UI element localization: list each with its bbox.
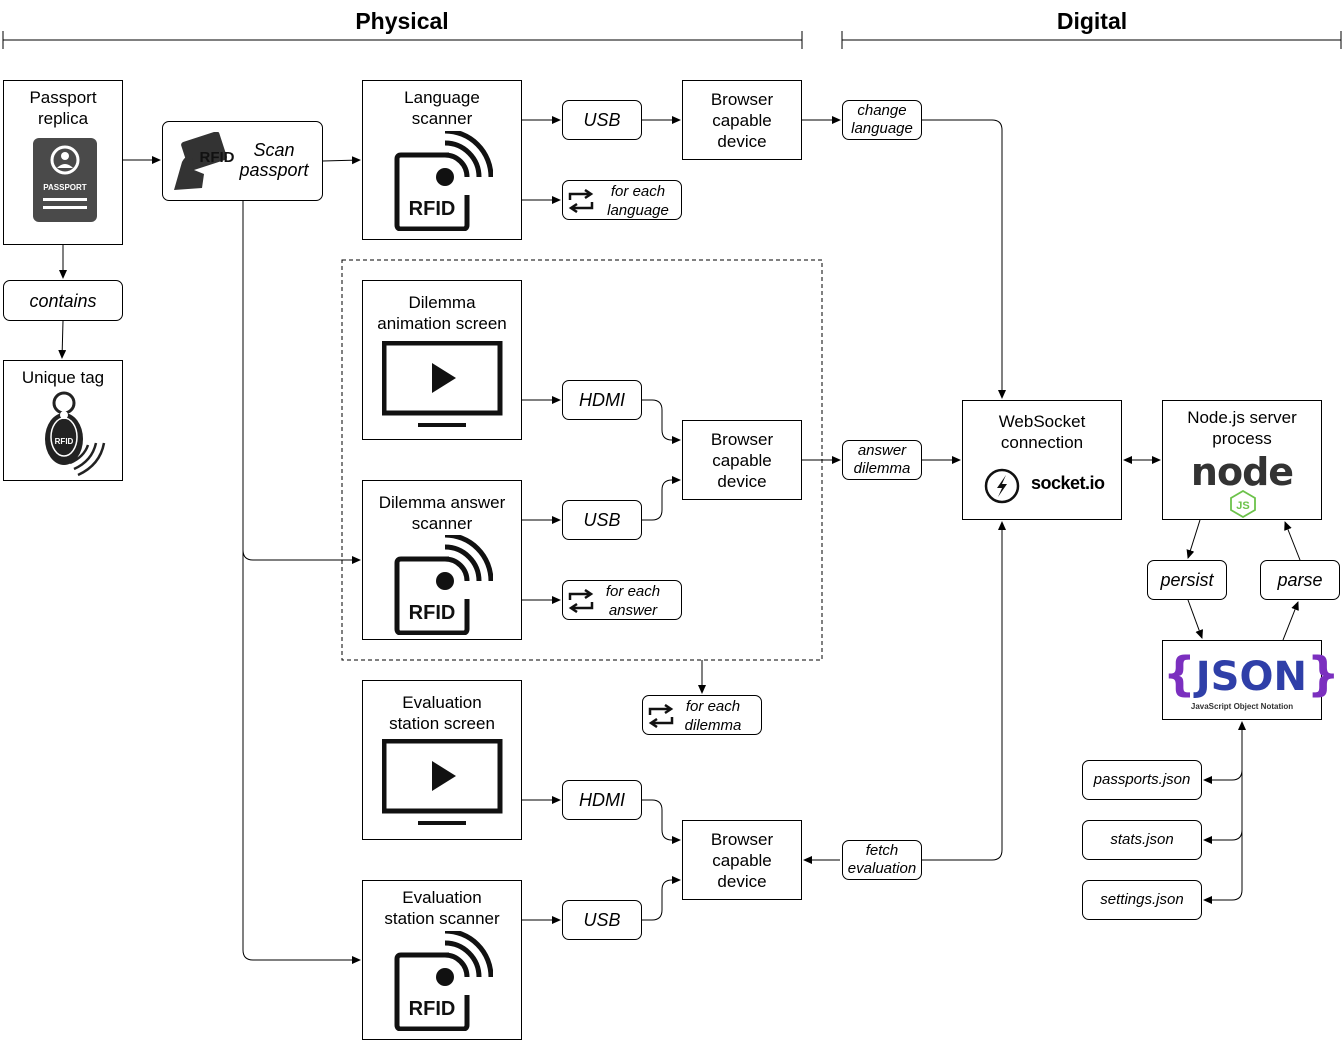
scan-passport-label: Scan passport: [239, 140, 309, 180]
json-logo-text: JSON: [1195, 654, 1307, 700]
evaluation-station-screen-node: Evaluation station screen: [362, 680, 522, 840]
edge-hdmi2-browser3: [642, 799, 681, 844]
nodejs-server-node: Node.js server process node JS: [1162, 400, 1322, 520]
scan-passport-node: RFID Scan passport: [162, 121, 323, 201]
dilemma-answer-scanner-node: Dilemma answer scanner RFID: [362, 480, 522, 640]
usb-label-3: USB: [562, 900, 642, 940]
for-each-language-label: for each language: [607, 183, 669, 219]
contains-label: contains: [3, 280, 123, 321]
rfid-scanner-text: RFID: [409, 602, 456, 624]
rfid-scanner-icon: RFID: [394, 931, 493, 1031]
for-each-answer-node: for each answer: [562, 580, 682, 620]
for-each-answer-label: for each answer: [605, 583, 661, 619]
edge-usb2-browser2: [642, 476, 681, 521]
passports-json-file: passports.json: [1082, 760, 1202, 800]
browser-device-3: Browser capable device: [682, 820, 802, 900]
nodejs-hex-icon: JS: [1230, 490, 1256, 518]
edge-parse-node: [1284, 521, 1301, 561]
json-brace-left: {: [1163, 647, 1196, 701]
digital-header: Digital: [1056, 8, 1128, 34]
rfid-scanner-text: RFID: [409, 998, 456, 1020]
dilemma-animation-screen-label: Dilemma animation screen: [377, 293, 507, 333]
rfid-tag-icon: RFID: [45, 391, 106, 477]
monitor-play-icon: [382, 739, 503, 825]
edge-json-stats: [1203, 829, 1243, 844]
language-scanner-node: Language scanner RFID: [362, 80, 522, 240]
socketio-icon: [984, 468, 1020, 504]
language-scanner-label: Language scanner: [404, 88, 480, 128]
hdmi-label-2: HDMI: [562, 780, 642, 820]
for-each-dilemma-label: for each dilemma: [684, 698, 742, 734]
usb-label-1: USB: [562, 100, 642, 140]
passport-replica-label: Passport replica: [29, 88, 97, 128]
physical-bracket: [2, 31, 803, 49]
edge-json-parse: [1282, 601, 1299, 641]
persist-label: persist: [1147, 560, 1227, 600]
rfid-scanner-icon: RFID: [394, 535, 493, 635]
passport-icon-text: PASSPORT: [43, 183, 87, 192]
answer-dilemma-label: answer dilemma: [842, 440, 922, 480]
evaluation-station-scanner-label: Evaluation station scanner: [384, 888, 500, 928]
json-store-node: {JSON} JavaScript Object Notation: [1162, 640, 1340, 720]
loop-icon: [568, 189, 594, 213]
for-each-language-node: for each language: [562, 180, 682, 220]
digital-bracket: [841, 31, 1342, 49]
parse-label: parse: [1260, 560, 1340, 600]
evaluation-station-screen-label: Evaluation station screen: [389, 693, 495, 733]
edge-hdmi1-browser2: [642, 399, 681, 444]
change-language-label: change language: [842, 100, 922, 140]
scan-icon-text: RFID: [200, 149, 235, 166]
usb-label-2: USB: [562, 500, 642, 540]
nodejs-server-label: Node.js server process: [1187, 408, 1297, 448]
evaluation-station-scanner-node: Evaluation station scanner RFID: [362, 880, 522, 1040]
loop-icon: [648, 704, 674, 728]
for-each-dilemma-node: for each dilemma: [642, 695, 762, 735]
edge-json-passports: [1203, 769, 1243, 784]
json-logo-subtitle: JavaScript Object Notation: [1190, 702, 1294, 711]
monitor-play-icon: [382, 341, 503, 427]
websocket-connection-label: WebSocket connection: [998, 412, 1086, 452]
dilemma-animation-screen-node: Dilemma animation screen: [362, 280, 522, 440]
edge-usb3-browser3: [642, 876, 681, 921]
edge-ws-fetch: [922, 521, 1006, 861]
websocket-connection-node: WebSocket connection socket.io: [962, 400, 1122, 520]
browser-device-1: Browser capable device: [682, 80, 802, 160]
passport-replica-node: Passport replica PASSPORT: [3, 80, 123, 245]
json-logo: {JSON}: [1163, 647, 1340, 702]
passport-icon: PASSPORT: [33, 138, 97, 222]
fetch-evaluation-label: fetch evaluation: [842, 840, 922, 880]
edge-scan-answer: [242, 549, 361, 564]
rfid-scan-hand-icon: RFID: [174, 132, 235, 190]
edge-json-files: [1203, 721, 1246, 904]
edge-contains-tag: [58, 320, 67, 359]
json-brace-right: }: [1306, 647, 1340, 701]
browser-device-2: Browser capable device: [682, 420, 802, 500]
edge-persist-json: [1187, 599, 1203, 639]
edge-scan-language: [322, 156, 361, 165]
unique-tag-label: Unique tag: [21, 368, 105, 387]
settings-json-file: settings.json: [1082, 880, 1202, 920]
dilemma-answer-scanner-label: Dilemma answer scanner: [378, 493, 506, 533]
unique-tag-node: Unique tag RFID: [3, 360, 123, 481]
edge-scan-down: [242, 201, 361, 964]
edge-change-ws: [922, 119, 1006, 399]
rfid-scanner-icon: RFID: [394, 131, 493, 231]
physical-header: Physical: [355, 8, 449, 34]
hdmi-label-1: HDMI: [562, 380, 642, 420]
rfid-tag-text: RFID: [55, 437, 74, 446]
socketio-logo-text: socket.io: [1031, 473, 1105, 493]
nodejs-badge-text: JS: [1236, 500, 1249, 512]
edge-node-persist: [1186, 519, 1201, 559]
rfid-scanner-text: RFID: [409, 198, 456, 220]
nodejs-logo-text: node: [1190, 450, 1294, 494]
loop-icon: [568, 589, 594, 613]
stats-json-file: stats.json: [1082, 820, 1202, 860]
